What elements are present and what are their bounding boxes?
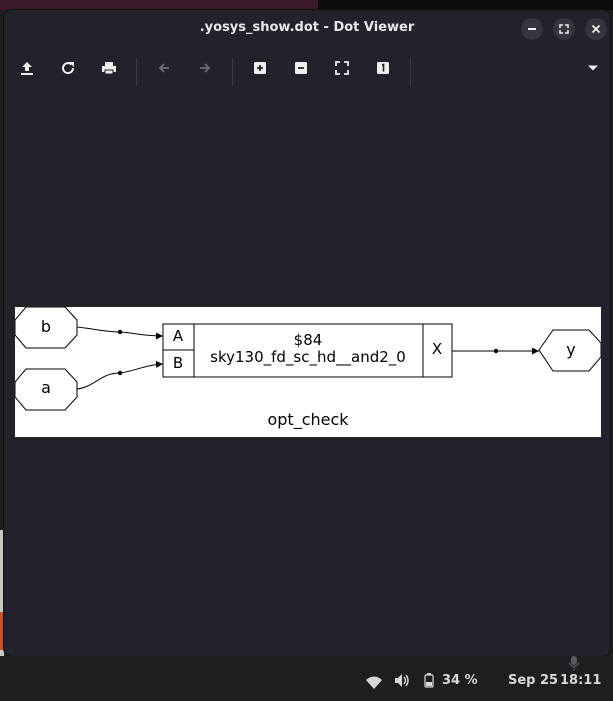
edge-a-to-B	[119, 360, 164, 374]
battery-percentage: 34 %	[442, 673, 478, 688]
window-title: .yosys_show.dot - Dot Viewer	[199, 20, 415, 35]
minimize-icon	[528, 28, 536, 30]
volume-icon	[395, 674, 409, 687]
taskbar: 34 % Sep 25 18:11	[0, 656, 613, 701]
zoom-100-icon	[377, 62, 389, 74]
microphone-icon	[568, 656, 580, 671]
zoom-out-icon	[295, 62, 307, 74]
maximize-icon	[559, 24, 569, 34]
zoom-fit-button[interactable]	[328, 56, 356, 80]
close-button[interactable]	[585, 18, 607, 40]
desktop-background-dark	[318, 0, 613, 10]
zoom-in-button[interactable]	[246, 56, 274, 80]
microphone-indicator[interactable]	[567, 656, 581, 676]
reload-icon	[62, 62, 75, 75]
input-label-b: b	[41, 317, 51, 336]
toolbar-separator	[232, 58, 233, 86]
edge-b-to-A	[119, 331, 164, 340]
toolbar-separator	[410, 58, 411, 86]
cell-id-label: $84	[294, 331, 323, 349]
input-node-b[interactable]: b	[14, 306, 78, 349]
close-icon	[591, 24, 601, 34]
port-b-label: B	[173, 354, 183, 372]
port-a-label: A	[173, 327, 184, 345]
clock-time[interactable]: 18:11	[560, 673, 602, 688]
netlist-graph: b a A B $84 sky130_fd	[14, 306, 602, 430]
maximize-button[interactable]	[553, 18, 575, 40]
desktop-edge-orange	[0, 612, 4, 650]
forward-button[interactable]	[191, 56, 219, 80]
dot-viewer-window: .yosys_show.dot - Dot Viewer	[4, 10, 610, 656]
edge-a	[76, 372, 121, 390]
back-icon	[158, 63, 169, 73]
print-icon	[102, 62, 116, 75]
output-label-y: y	[566, 340, 575, 359]
module-name-label: opt_check	[267, 410, 349, 430]
cell-type-label: sky130_fd_sc_hd__and2_0	[210, 348, 406, 367]
zoom-100-button[interactable]	[369, 56, 397, 80]
open-button[interactable]	[13, 56, 41, 80]
volume-button[interactable]	[394, 673, 410, 692]
titlebar: .yosys_show.dot - Dot Viewer	[4, 10, 610, 47]
input-node-a[interactable]: a	[14, 368, 78, 411]
cell-node[interactable]: A B $84 sky130_fd_sc_hd__and2_0 X	[162, 323, 453, 378]
zoom-fit-icon	[335, 61, 349, 75]
open-icon	[21, 62, 33, 75]
graph-canvas[interactable]: b a A B $84 sky130_fd	[14, 306, 602, 437]
battery-button[interactable]	[424, 673, 434, 692]
minimize-button[interactable]	[521, 18, 543, 40]
battery-icon	[424, 673, 434, 688]
clock-date[interactable]: Sep 25	[508, 673, 559, 688]
wifi-button[interactable]	[366, 674, 382, 693]
zoom-out-button[interactable]	[287, 56, 315, 80]
menu-dropdown-icon	[588, 65, 598, 71]
reload-button[interactable]	[54, 56, 82, 80]
desktop-edge	[0, 530, 4, 660]
edge-b	[76, 326, 121, 333]
port-x-label: X	[432, 340, 442, 358]
menu-dropdown-button[interactable]	[579, 56, 607, 80]
print-button[interactable]	[95, 56, 123, 80]
forward-icon	[200, 63, 211, 73]
wifi-icon	[366, 676, 382, 689]
toolbar	[4, 50, 610, 86]
back-button[interactable]	[150, 56, 178, 80]
toolbar-separator	[136, 58, 137, 86]
desktop-background	[0, 0, 613, 10]
zoom-in-icon	[254, 62, 266, 74]
input-label-a: a	[41, 378, 51, 397]
output-node-y[interactable]: y	[538, 329, 602, 372]
